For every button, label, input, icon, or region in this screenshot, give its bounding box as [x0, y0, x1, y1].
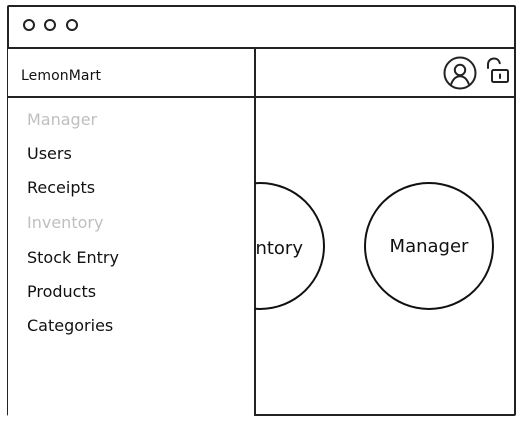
app-window: LemonMart Manager Users Receipts Invento… — [7, 5, 516, 416]
menu-section-inventory: Inventory — [27, 213, 104, 232]
user-profile-icon — [443, 56, 477, 90]
window-minimize-control-icon[interactable] — [44, 19, 56, 31]
inventory-role-label: Inventory — [255, 238, 303, 259]
window-title-bar — [9, 7, 514, 49]
menu-item-users[interactable]: Users — [27, 144, 72, 163]
menu-item-categories[interactable]: Categories — [27, 316, 114, 335]
app-brand-title: LemonMart — [21, 68, 102, 84]
window-maximize-control-icon[interactable] — [66, 19, 78, 31]
window-close-control-icon[interactable] — [23, 19, 35, 31]
drawer-header: LemonMart — [8, 49, 254, 98]
unlocked-lock-icon — [487, 57, 509, 83]
top-toolbar — [255, 49, 514, 98]
menu-section-manager: Manager — [27, 110, 98, 129]
main-content: Inventory Manager — [255, 98, 514, 414]
manager-role-card[interactable]: Manager — [364, 182, 494, 310]
navigation-drawer: LemonMart Manager Users Receipts Invento… — [8, 49, 256, 416]
menu-item-products[interactable]: Products — [27, 282, 97, 301]
inventory-role-card[interactable]: Inventory — [255, 182, 325, 310]
profile-button[interactable] — [443, 56, 477, 90]
manager-role-label: Manager — [389, 235, 469, 257]
menu-item-stock-entry[interactable]: Stock Entry — [27, 248, 119, 267]
menu-item-receipts[interactable]: Receipts — [27, 178, 96, 197]
lock-button[interactable] — [481, 55, 511, 89]
